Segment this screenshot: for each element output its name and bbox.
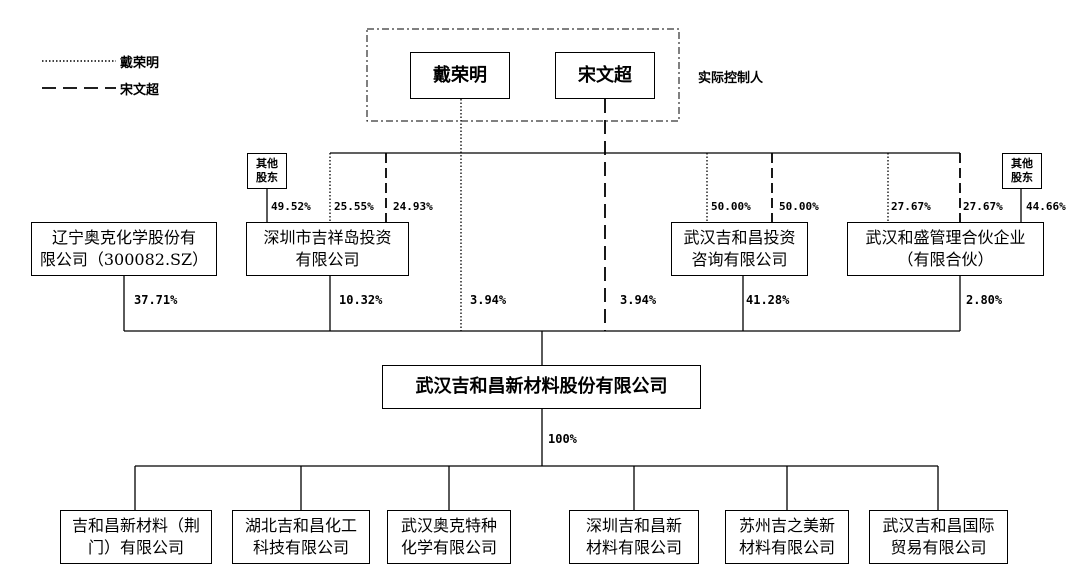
legend-label-song: 宋文超 [120,83,160,98]
subsidiary-hubei-box: 湖北吉和昌化工科技有限公司 [232,510,370,564]
sz-other-pct: 49.52% [271,200,311,213]
sz-dai-pct: 25.55% [334,200,374,213]
shareholder-shenzhen-box: 深圳市吉祥岛投资有限公司 [246,222,409,276]
hesheng-stake: 2.80% [966,293,1003,307]
subsidiary-stake: 100% [548,432,577,446]
subsidiary-jingmen-box: 吉和昌新材料（荆门）有限公司 [60,510,212,564]
main-company-box: 武汉吉和昌新材料股份有限公司 [382,365,701,409]
wuhan-investment-stake: 41.28% [746,293,790,307]
controller-label: 实际控制人 [698,71,764,86]
controller-song-box: 宋文超 [555,52,655,99]
hs-other-pct: 44.66% [1026,200,1066,213]
shareholder-wuhan-investment-box: 武汉吉和昌投资咨询有限公司 [671,222,808,276]
subsidiary-shenzhen-box: 深圳吉和昌新材料有限公司 [569,510,699,564]
sz-song-pct: 24.93% [393,200,433,213]
controller-group-border [366,28,680,122]
hs-song-pct: 27.67% [963,200,1003,213]
shareholder-hesheng-box: 武汉和盛管理合伙企业（有限合伙） [847,222,1044,276]
liaoning-stake: 37.71% [134,293,178,307]
subsidiary-suzhou-box: 苏州吉之美新材料有限公司 [725,510,849,564]
subsidiary-trade-box: 武汉吉和昌国际贸易有限公司 [869,510,1008,564]
shenzhen-stake: 10.32% [339,293,383,307]
subsidiary-wuhan-aoke-box: 武汉奥克特种化学有限公司 [387,510,511,564]
hs-other-shareholders-box: 其他股东 [1002,153,1042,189]
controller-dai-box: 戴荣明 [410,52,510,99]
song-stake: 3.94% [620,293,657,307]
shareholder-liaoning-box: 辽宁奥克化学股份有限公司（300082.SZ） [31,222,217,276]
sz-other-shareholders-box: 其他股东 [247,153,287,189]
dai-stake: 3.94% [470,293,507,307]
inv-song-pct: 50.00% [779,200,819,213]
inv-dai-pct: 50.00% [711,200,751,213]
hs-dai-pct: 27.67% [891,200,931,213]
legend-label-dai: 戴荣明 [120,56,160,71]
